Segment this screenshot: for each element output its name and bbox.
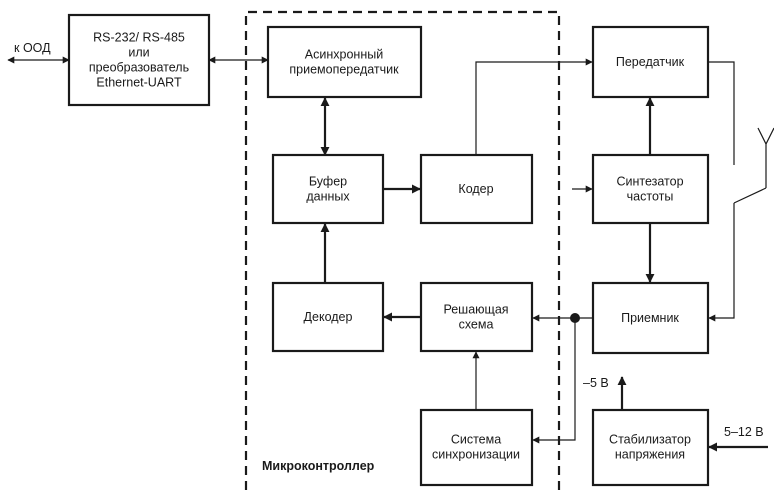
supply-in-label: 5–12 В	[724, 425, 764, 439]
supply-out-label: –5 В	[583, 376, 609, 390]
receiver-block: Приемник	[591, 281, 710, 355]
decision-label-line: Решающая	[443, 303, 508, 317]
antenna-switch	[733, 187, 767, 204]
transmitter-block: Передатчик	[591, 25, 710, 99]
antenna-icon	[757, 127, 774, 188]
transmitter-antenna-line	[708, 61, 735, 165]
antenna-receiver-link	[708, 203, 735, 322]
sync-label-line: Система	[451, 433, 501, 447]
interface-label-line: RS-232/ RS-485	[93, 31, 185, 45]
interface-label-line: Ethernet-UART	[96, 76, 182, 90]
synth-label-line: частоты	[627, 190, 674, 204]
dte-label: к ООД	[14, 41, 51, 55]
svg-text:Приемник: Приемник	[621, 311, 679, 325]
interface-label-line: или	[128, 46, 149, 60]
decision-label-line: схема	[459, 318, 494, 332]
svg-text:Передатчик: Передатчик	[616, 55, 685, 69]
junction-sync-link	[532, 318, 576, 444]
microcontroller-boundary	[244, 10, 561, 490]
buffer-label-line: данных	[306, 190, 350, 204]
svg-text:Декодер: Декодер	[304, 310, 353, 324]
microcontroller-label: Микроконтроллер	[262, 459, 375, 473]
synth-label-line: Синтезатор	[616, 175, 683, 189]
coder-transmitter-link	[475, 58, 593, 155]
uart-label-line: приемопередатчик	[289, 63, 399, 77]
coder-block: Кодер	[419, 153, 534, 225]
transmitter-label-line: Передатчик	[616, 55, 685, 69]
stabilizer-label-line: напряжения	[615, 448, 685, 462]
sync-label-line: синхронизации	[432, 448, 520, 462]
buffer-label-line: Буфер	[309, 175, 347, 189]
uart-label-line: Асинхронный	[305, 48, 383, 62]
decoder-block: Декодер	[271, 281, 385, 353]
interface-label-line: преобразователь	[89, 61, 189, 75]
decoder-label-line: Декодер	[304, 310, 353, 324]
receiver-label-line: Приемник	[621, 311, 679, 325]
coder-label-line: Кодер	[458, 182, 493, 196]
stabilizer-label-line: Стабилизатор	[609, 433, 691, 447]
svg-text:Кодер: Кодер	[458, 182, 493, 196]
